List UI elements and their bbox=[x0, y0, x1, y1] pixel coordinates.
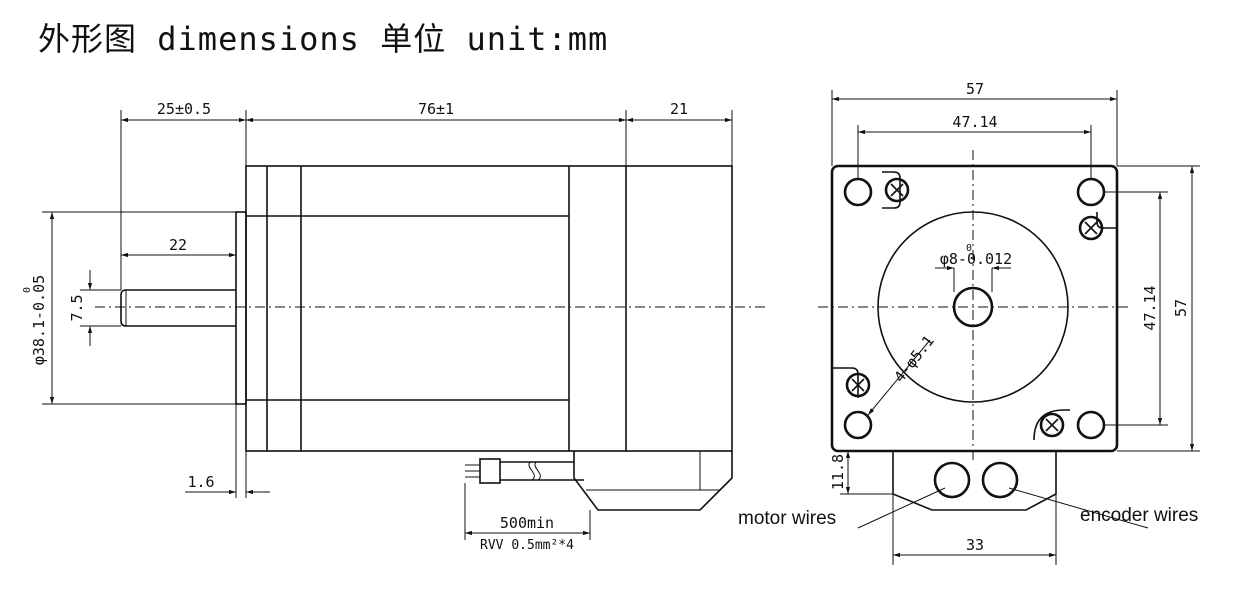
dim-pilot-dia: φ38.1-0.05 bbox=[30, 275, 48, 365]
page-title: 外形图 dimensions 单位 unit:mm bbox=[38, 20, 609, 58]
dim-body-length: 76±1 bbox=[418, 100, 454, 118]
dim-width: 57 bbox=[966, 80, 984, 98]
dim-height: 57 bbox=[1172, 299, 1190, 317]
dim-shaft-tol-upper: 0 bbox=[966, 243, 972, 254]
dim-cable-length: 500min bbox=[500, 514, 554, 532]
screw-head-icon bbox=[1078, 212, 1117, 241]
dim-rear-length: 21 bbox=[670, 100, 688, 118]
label-encoder-wires: encoder wires bbox=[1080, 505, 1198, 526]
cable-spec: RVV 0.5mm²*4 bbox=[480, 538, 574, 553]
screw-head-icon bbox=[832, 367, 871, 398]
dim-hole-pitch-h: 47.14 bbox=[952, 113, 997, 131]
screw-head-icon bbox=[1033, 409, 1070, 441]
dim-flange-thickness: 1.6 bbox=[187, 473, 214, 491]
dim-shaft-length: 25±0.5 bbox=[157, 100, 211, 118]
dim-boss-height: 11.8 bbox=[829, 454, 847, 490]
dim-boss-width: 33 bbox=[966, 536, 984, 554]
dim-shaft-flat: 7.5 bbox=[68, 294, 86, 321]
front-view: 57 47.14 47.14 57 φ8-0.012 0 4-φ5.1 11.8 bbox=[738, 80, 1200, 565]
dim-holes: 4-φ5.1 bbox=[890, 332, 938, 386]
dim-key-length: 22 bbox=[169, 236, 187, 254]
label-motor-wires: motor wires bbox=[738, 508, 836, 529]
dim-pilot-tol-upper: 0 bbox=[22, 287, 33, 293]
screw-head-icon bbox=[882, 171, 910, 209]
dim-shaft-dia: φ8-0.012 bbox=[940, 250, 1012, 268]
side-view: 25±0.5 76±1 21 22 7.5 φ38.1-0.05 0 1.6 5… bbox=[22, 100, 765, 553]
dim-hole-pitch-v: 47.14 bbox=[1141, 285, 1159, 330]
